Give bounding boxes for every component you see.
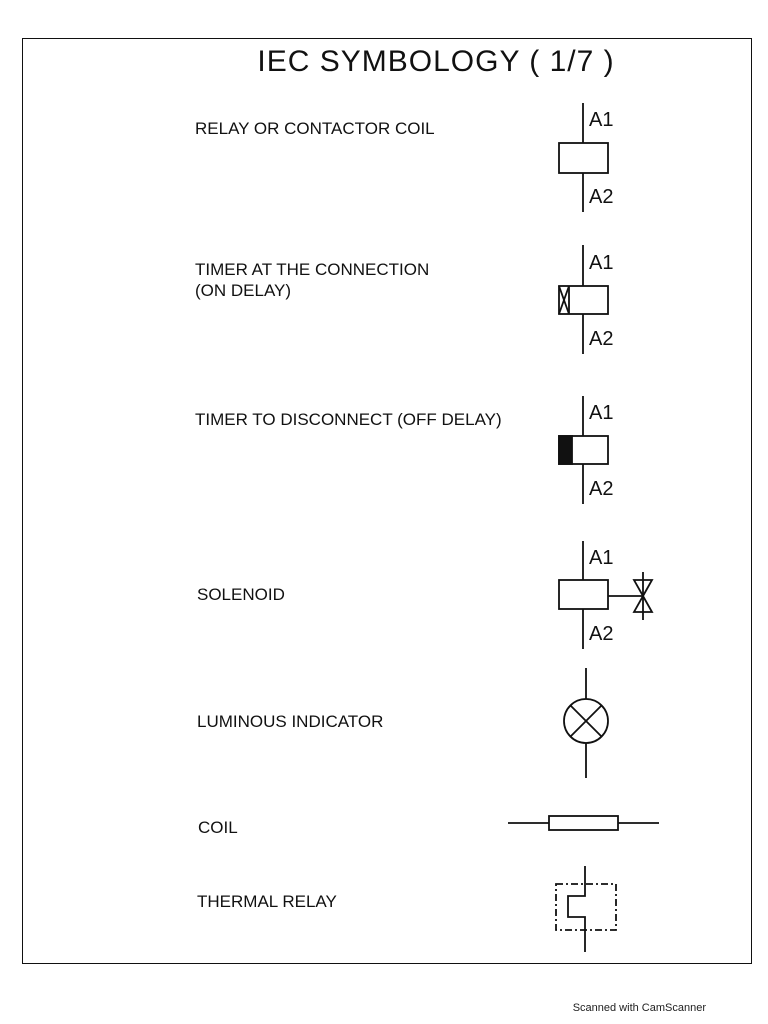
solenoid-valve-icon bbox=[558, 541, 654, 649]
symbol-sheet: IEC SYMBOLOGY ( 1/7 ) bbox=[22, 38, 752, 964]
terminal-a2-solenoid: A2 bbox=[589, 623, 613, 645]
terminal-a1-off-delay: A1 bbox=[589, 402, 613, 424]
label-coil: COIL bbox=[198, 818, 238, 837]
label-off-delay-timer: TIMER TO DISCONNECT (OFF DELAY) bbox=[195, 410, 502, 429]
label-on-delay-timer: TIMER AT THE CONNECTION (ON DELAY) bbox=[195, 260, 430, 300]
page-title: IEC SYMBOLOGY ( 1/7 ) bbox=[257, 45, 615, 78]
terminal-a2-off-delay: A2 bbox=[589, 478, 613, 500]
label-relay-coil: RELAY OR CONTACTOR COIL bbox=[195, 119, 435, 138]
label-thermal-relay: THERMAL RELAY bbox=[197, 892, 337, 911]
terminal-a2-relay: A2 bbox=[589, 186, 613, 208]
relay-coil-icon bbox=[558, 103, 609, 212]
indicator-lamp-icon bbox=[563, 668, 609, 778]
thermal-relay-icon bbox=[555, 866, 617, 952]
terminal-a2-on-delay: A2 bbox=[589, 328, 613, 350]
terminal-a1-on-delay: A1 bbox=[589, 252, 613, 274]
terminal-a1-relay: A1 bbox=[589, 109, 613, 131]
off-delay-timer-icon bbox=[558, 396, 609, 504]
label-solenoid: SOLENOID bbox=[197, 585, 285, 604]
label-luminous-indicator: LUMINOUS INDICATOR bbox=[197, 712, 384, 731]
on-delay-timer-icon bbox=[558, 245, 609, 354]
coil-resistor-icon bbox=[508, 815, 659, 831]
terminal-a1-solenoid: A1 bbox=[589, 547, 613, 569]
scanner-watermark: Scanned with CamScanner bbox=[572, 1002, 706, 1014]
